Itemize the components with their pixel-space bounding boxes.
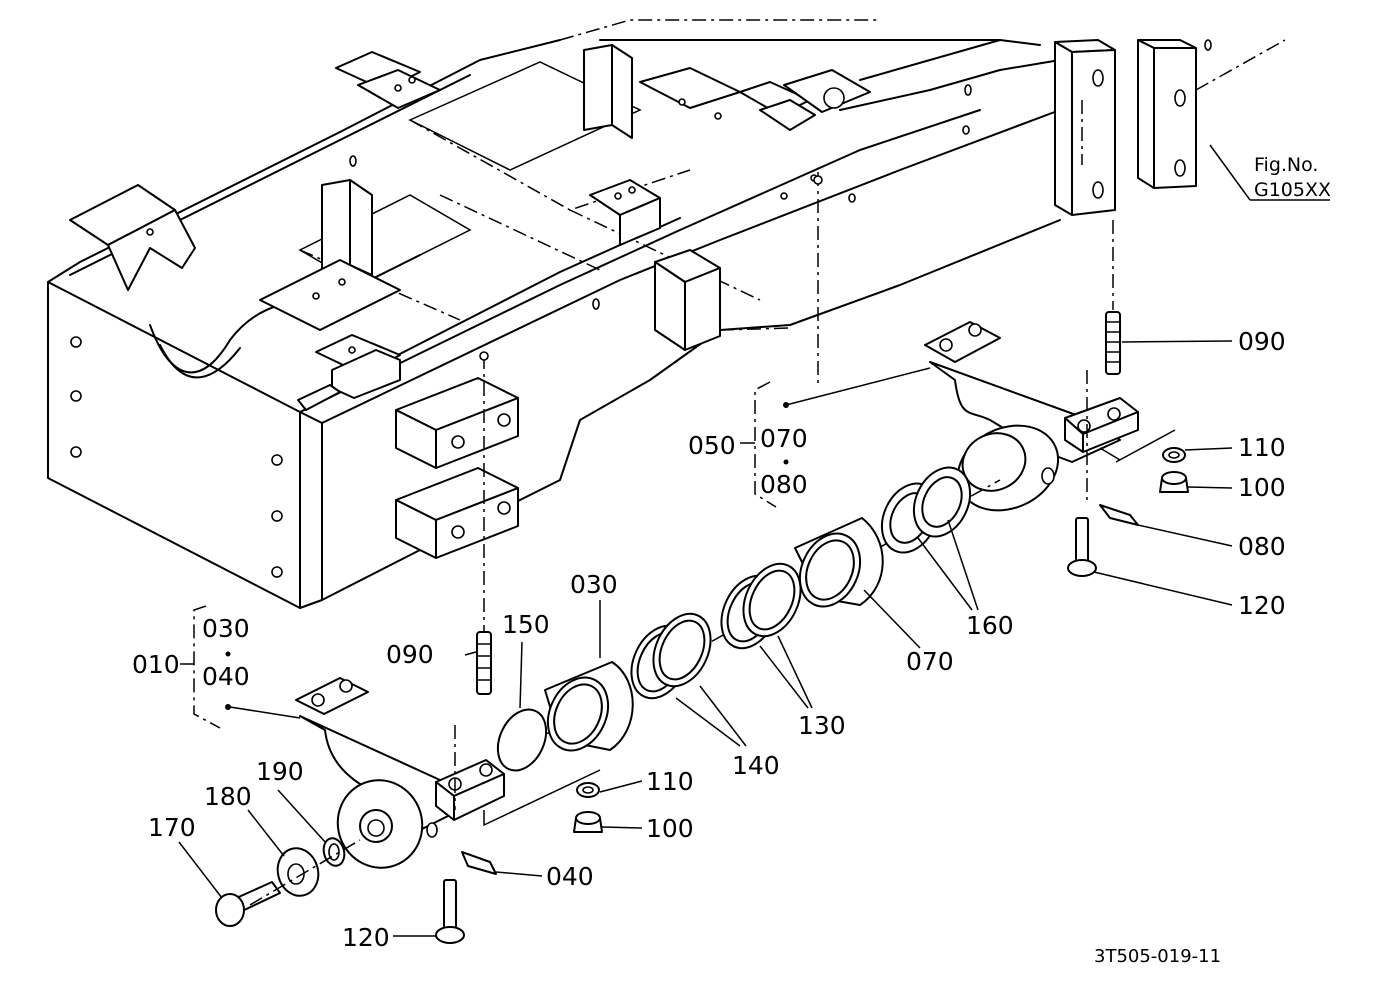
callout-030: 030 [570, 570, 618, 599]
callout-130: 130 [798, 711, 846, 740]
callout-080-right: 080 [1238, 532, 1286, 561]
figure-number-code: G105XX [1254, 179, 1331, 201]
callout-140: 140 [732, 751, 780, 780]
callout-110-right: 110 [1238, 433, 1286, 462]
sub-dot [783, 459, 789, 465]
callout-090-left: 090 [386, 640, 434, 669]
callout-120-left: 120 [342, 923, 390, 952]
leader-lines [178, 144, 1330, 937]
shaft-parts [496, 466, 1001, 772]
callout-110-left: 110 [646, 767, 694, 796]
callout-050: 050 [688, 431, 736, 460]
callout-150: 150 [502, 610, 550, 639]
callout-100-left: 100 [646, 814, 694, 843]
callout-labels: Fig.No. G105XX 090 110 100 080 120 050 0… [132, 154, 1331, 967]
callout-190: 190 [256, 757, 304, 786]
sub-dot [225, 651, 231, 657]
left-bracket-assembly [295, 677, 601, 869]
callout-120-right: 120 [1238, 591, 1286, 620]
vertical-posts [1054, 39, 1286, 216]
callout-070-sub: 070 [760, 424, 808, 453]
callout-040: 040 [546, 862, 594, 891]
chassis-frame [47, 19, 1061, 609]
callout-010: 010 [132, 650, 180, 679]
fasteners [215, 220, 1189, 944]
figure-number-label: Fig.No. [1254, 154, 1318, 176]
callout-090-right: 090 [1238, 327, 1286, 356]
callout-080-sub: 080 [760, 470, 808, 499]
callout-030-sub: 030 [202, 614, 250, 643]
callout-070: 070 [906, 647, 954, 676]
callout-100-right: 100 [1238, 473, 1286, 502]
callout-040-sub: 040 [202, 662, 250, 691]
callout-180: 180 [204, 782, 252, 811]
drawing-code: 3T505-019-11 [1094, 946, 1221, 967]
callout-170: 170 [148, 813, 196, 842]
right-bracket-assembly [924, 321, 1176, 512]
callout-160: 160 [966, 611, 1014, 640]
spacer-blocks [395, 172, 823, 640]
